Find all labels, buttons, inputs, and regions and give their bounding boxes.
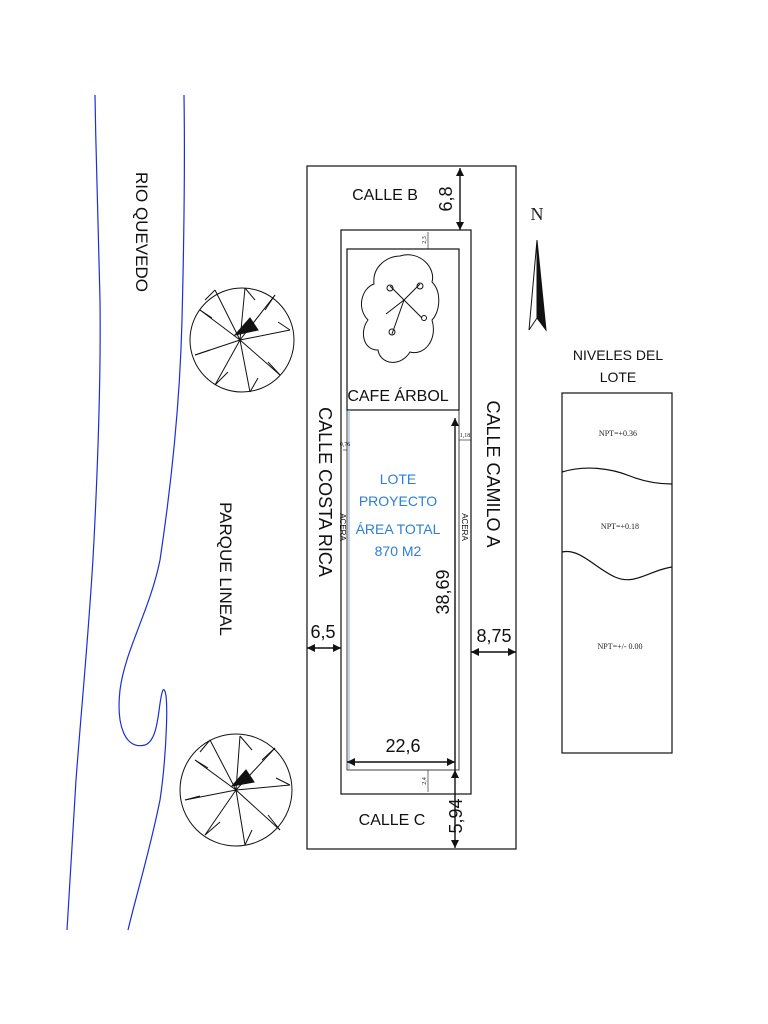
street-bottom-label: CALLE C: [359, 812, 426, 829]
dimension-right: 8,75: [476, 626, 511, 646]
street-right-label: CALLE CAMILO A: [483, 400, 503, 547]
level-item-1: NPT=+0.36: [599, 429, 637, 438]
lot-line-1: LOTE: [380, 471, 417, 487]
north-label: N: [531, 204, 544, 224]
tree-icon-lower: [179, 733, 293, 847]
river-bank-right: [118, 94, 185, 931]
level-item-2: NPT=+0.18: [601, 522, 639, 531]
lot-line-4: 870 M2: [375, 543, 422, 559]
dimension-height: 38,69: [433, 569, 453, 614]
sidewalk-right-label: ACERA: [460, 513, 469, 541]
dimension-left: 6,5: [310, 622, 335, 642]
levels-title-1: NIVELES DEL: [573, 347, 663, 363]
dimension-small-top: 2,3: [422, 236, 428, 244]
lot-outline: [346, 409, 460, 771]
dimension-width: 22,6: [385, 736, 420, 756]
sidewalk-outline: [340, 229, 472, 795]
dimension-top: 6,8: [436, 186, 456, 211]
dimension-bottom: 5,94: [446, 798, 466, 833]
level-line-upper: [561, 467, 673, 485]
cafe-tree-icon: [360, 254, 440, 363]
tree-icon-upper: [189, 287, 295, 393]
street-left-label: CALLE COSTA RICA: [315, 407, 335, 577]
cafe-label: CAFE ÁRBOL: [347, 386, 448, 405]
lot-line-3: ÁREA TOTAL: [356, 521, 441, 537]
river-bank-left: [66, 94, 101, 931]
levels-title-2: LOTE: [600, 369, 637, 385]
level-item-3: NPT=+/- 0.00: [597, 642, 642, 651]
level-line-lower: [561, 550, 673, 581]
levels-box: [561, 392, 673, 754]
lot-line-2: PROYECTO: [359, 493, 437, 509]
north-arrow-icon: [528, 239, 547, 332]
river-label: RIO QUEVEDO: [132, 172, 151, 292]
dimension-small-right: 1,18: [460, 433, 471, 439]
sidewalk-left-label: ACERA: [338, 513, 347, 541]
dimension-ticks: [307, 168, 516, 848]
park-label: PARQUE LINEAL: [216, 502, 235, 636]
street-top-label: CALLE B: [352, 187, 418, 204]
dimension-small-bottom: 2,4: [422, 777, 428, 785]
dimension-small-left: 0,76: [340, 442, 351, 448]
block-outline: [306, 165, 517, 850]
